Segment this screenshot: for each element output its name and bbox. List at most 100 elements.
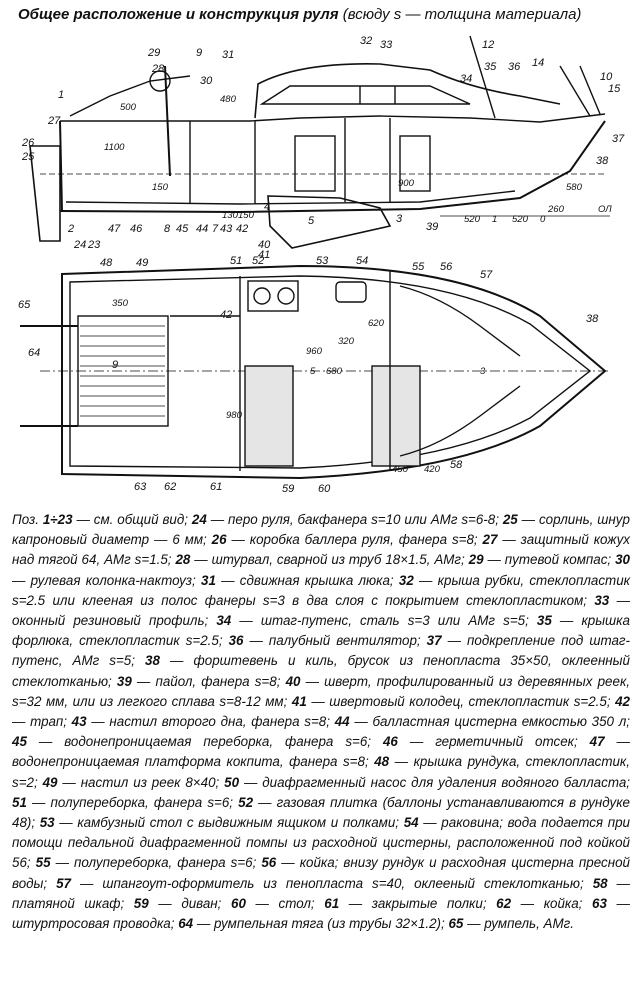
label-59: 59 [282,483,294,495]
legend-item-text: пайол, фанера s=8; [155,673,281,689]
legend-item-text: штурвал, сварной из труб 18×1.5, АМг; [211,552,465,568]
legend-item-number: 42 [615,693,631,709]
legend-item-number: 43 [71,714,87,730]
label-8: 8 [164,223,171,235]
legend-item-text: шпангоут-оформитель из пенопласта s=40, … [102,875,584,891]
label-1: 1 [58,89,64,101]
label-45: 45 [176,223,189,235]
side-view [29,35,610,249]
legend-item-number: 30 [615,552,630,568]
legend-item-text: полупереборка, фанера s=6; [50,794,234,810]
legend-item-number: 39 [116,673,132,689]
legend-item-number: 45 [12,734,27,750]
label-10: 10 [600,71,613,83]
legend-item-text: коробка баллера руля, фанера s=8; [249,532,478,548]
label-47: 47 [108,223,121,235]
label-2: 2 [67,223,74,235]
label-57: 57 [480,269,493,281]
legend-item-text: подкрепление под штаг-путенс, АМг s=5; [12,633,630,669]
legend-item-text: водонепроницаемая переборка, фанера s=6; [64,734,372,750]
label-64: 64 [28,347,40,359]
dim-680: 680 [326,366,343,377]
legend-item-text: путевой компас; [504,552,612,568]
legend-item-number: 53 [39,815,55,831]
legend-item-text: раковина; вода подается при помощи педал… [12,815,630,871]
legend-item-text: форштевень и киль, брусок из пенопласта … [12,653,630,689]
label-58: 58 [450,459,463,471]
dim-420: 420 [424,464,441,475]
legend-item-number: 40 [285,673,301,689]
plan-view [20,264,610,480]
legend-item-text: герметичный отсек; [435,734,578,750]
label-40: 40 [258,239,271,251]
legend-item-number: 65 [448,916,464,932]
dim-960: 960 [306,346,323,357]
legend-item-number: 28 [175,552,191,568]
label-35: 35 [484,61,497,73]
label-54: 54 [356,255,368,267]
legend-item-number: 46 [382,734,398,750]
legend-item-number: 57 [56,875,71,891]
legend-item-text: крыша рубки, стеклопластик s=2.5 или кле… [12,572,630,608]
legend-item-text: полупереборка, фанера s=6; [74,855,257,871]
label-4: 4 [264,201,270,213]
label-12: 12 [482,39,494,51]
legend-item-number: 38 [145,653,160,669]
label-39: 39 [426,221,438,233]
label-51: 51 [230,255,242,267]
dim-5: 5 [310,366,316,377]
label-9: 9 [196,47,202,59]
dim-350: 350 [112,298,129,309]
legend-item-number: 36 [228,633,244,649]
legend-item-text: платяной шкаф; [12,895,125,911]
label-55: 55 [412,261,425,273]
legend-item-number: 52 [238,794,254,810]
legend-item-text: койка; [543,895,583,911]
label-29: 29 [147,47,160,59]
legend-item-text: рулевая колонка-нактоуз; [30,572,196,588]
label-60: 60 [318,483,331,495]
legend-item-text: штуртросовая проводка; [12,916,175,932]
legend-item-number: 1÷23 [42,512,73,527]
label-34: 34 [460,73,472,85]
legend-item-number: 59 [133,895,149,911]
legend-item-number: 35 [536,613,552,629]
label-26: 26 [21,137,35,149]
legend-item-number: 50 [224,774,240,790]
diagram-title: Общее расположение и конструкция руля (в… [18,6,628,23]
legend-item-text: см. общий вид; [93,512,189,527]
label-28: 28 [151,63,165,75]
legend-item-number: 55 [35,855,51,871]
legend-item-text: перо руля, бакфанера s=10 или АМг s=6-8; [228,512,499,527]
label-56: 56 [440,261,453,273]
legend-item-number: 41 [291,693,307,709]
legend-item-number: 26 [211,532,227,548]
legend-item-text: сдвижная крышка люка; [239,572,394,588]
label-42: 42 [236,223,248,235]
label-15: 15 [608,83,621,95]
dim-130: 130 [222,210,239,221]
legend-item-number: 64 [178,916,194,932]
dim-150b: 150 [238,210,255,221]
legend-item-number: 31 [201,572,216,588]
legend-item-text: трап; [30,714,67,730]
callout-labels: 1 29 28 9 30 31 32 33 12 34 35 36 14 10 … [18,35,625,495]
label-38: 38 [596,155,609,167]
label-42-plan: 42 [220,309,232,321]
dim-520b: 520 [512,214,529,225]
legend-item-number: 63 [592,895,607,911]
legend-item-text: румпель, АМг. [484,916,574,932]
legend-item-number: 27 [482,532,498,548]
legend-item-number: 49 [42,774,58,790]
dim-1100: 1100 [104,142,125,153]
diagram-title-main: Общее расположение и конструкция руля [18,6,339,23]
legend-item-text: газовая плитка (баллоны устанавливаются … [12,794,630,831]
dim-980: 980 [226,410,243,421]
label-33: 33 [380,39,393,51]
dim-450: 450 [392,464,409,475]
legend-item-text: крышка форлюка, стеклопластик s=2.5; [12,613,630,649]
dim-500: 500 [120,102,137,113]
label-37: 37 [612,133,625,145]
legend-item-text: крышка рундука, стеклопластик, s=2; [12,754,630,790]
legend-item-text: закрытые полки; [371,895,487,911]
